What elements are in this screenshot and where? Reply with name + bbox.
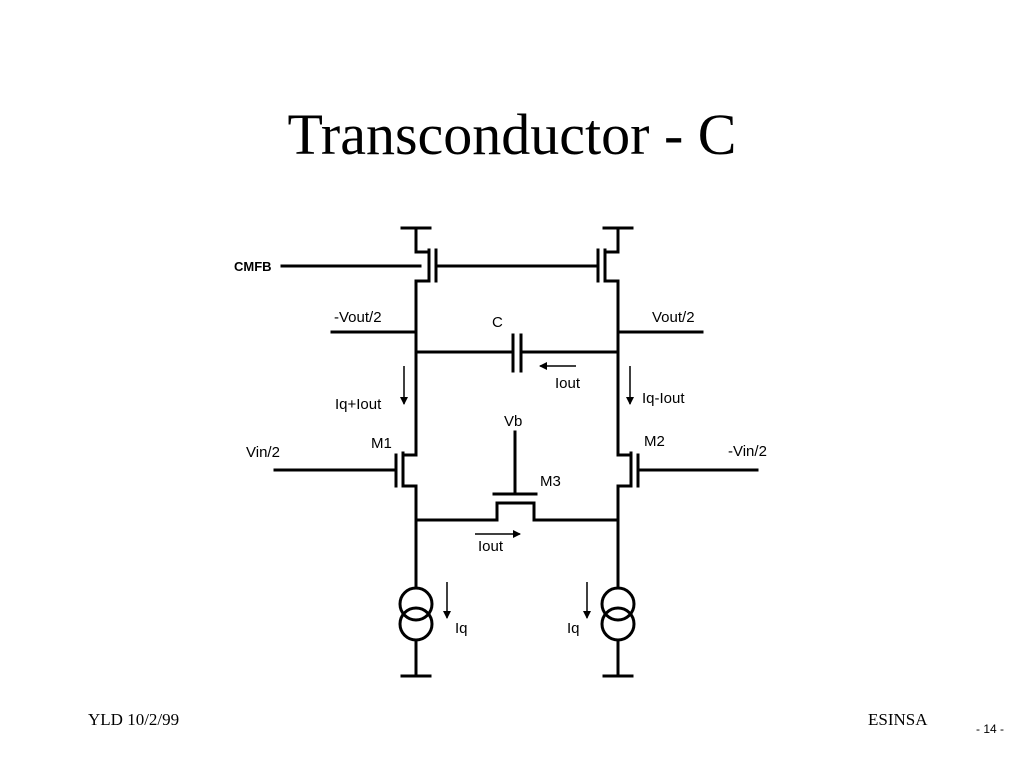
m3-label: M3 bbox=[540, 473, 561, 490]
vdd-right bbox=[602, 226, 634, 254]
vin-neg-label: -Vin/2 bbox=[728, 443, 767, 460]
vdd-left bbox=[400, 226, 432, 254]
m2-label: M2 bbox=[644, 433, 665, 450]
footer-author-date: YLD 10/2/99 bbox=[88, 710, 180, 729]
current-source-left bbox=[398, 586, 434, 678]
footer-organization: ESINSA bbox=[868, 710, 928, 729]
slide-title: Transconductor - C bbox=[287, 102, 737, 167]
nmos-m3 bbox=[414, 430, 620, 522]
iq-left-label: Iq bbox=[455, 620, 468, 637]
vout-pos-label: Vout/2 bbox=[652, 309, 695, 326]
iq-minus-label: Iq-Iout bbox=[642, 390, 685, 407]
nmos-m2 bbox=[616, 451, 640, 522]
vout-neg-label: -Vout/2 bbox=[334, 309, 382, 326]
cmfb-label: CMFB bbox=[234, 259, 272, 274]
iq-right-label: Iq bbox=[567, 620, 580, 637]
vin-pos-label: Vin/2 bbox=[246, 444, 280, 461]
iout-cap-label: Iout bbox=[555, 375, 581, 392]
current-source-right bbox=[600, 586, 636, 678]
capacitor bbox=[414, 333, 620, 373]
cap-label: C bbox=[492, 314, 503, 331]
iout-m3-label: Iout bbox=[478, 538, 504, 555]
iq-plus-label: Iq+Iout bbox=[335, 396, 382, 413]
vb-label: Vb bbox=[504, 413, 522, 430]
pmos-right bbox=[596, 248, 620, 354]
m1-label: M1 bbox=[371, 435, 392, 452]
nmos-m1 bbox=[394, 451, 418, 522]
page-number: - 14 - bbox=[976, 722, 1005, 736]
